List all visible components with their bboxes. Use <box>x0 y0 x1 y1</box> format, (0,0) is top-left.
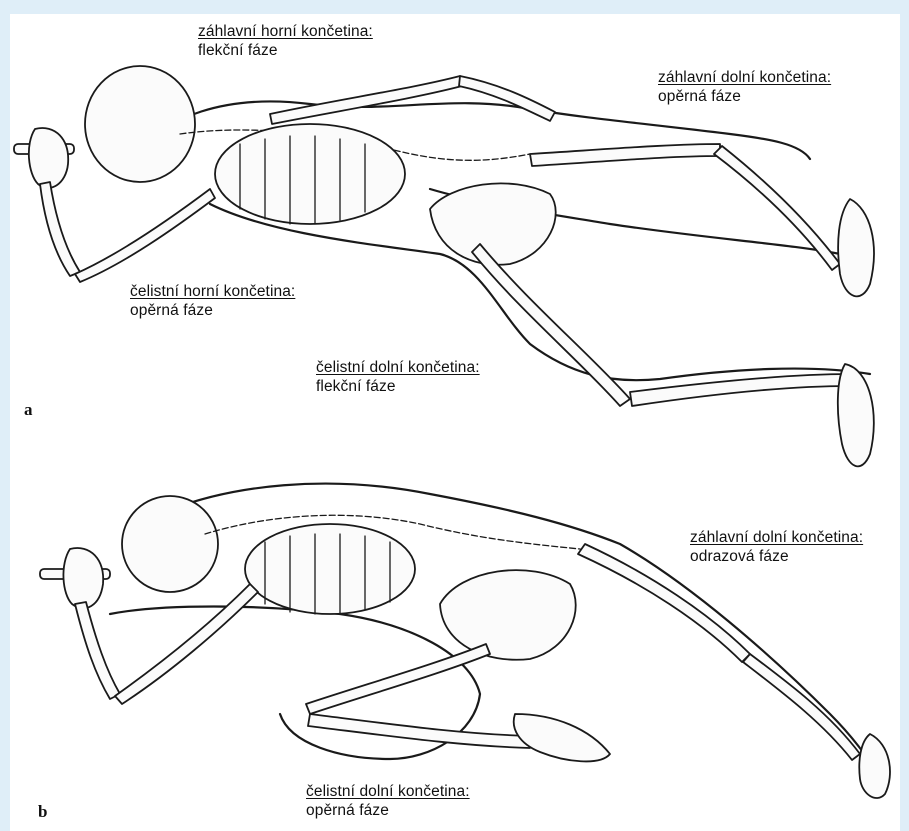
label-rear-lower-limb-b: záhlavní dolní končetina: odrazová fáze <box>690 528 863 566</box>
label-heading: záhlavní horní končetina: <box>198 22 373 41</box>
label-heading: čelistní dolní končetina: <box>316 358 480 377</box>
panel-letter-b: b <box>38 802 47 822</box>
label-jaw-lower-limb-b: čelistní dolní končetina: opěrná fáze <box>306 782 470 820</box>
label-rear-lower-limb-a: záhlavní dolní končetina: opěrná fáze <box>658 68 831 106</box>
label-phase: opěrná fáze <box>658 87 831 106</box>
label-heading: záhlavní dolní končetina: <box>690 528 863 547</box>
label-jaw-lower-limb-a: čelistní dolní končetina: flekční fáze <box>316 358 480 396</box>
label-phase: opěrná fáze <box>306 801 470 820</box>
label-jaw-upper-limb-a: čelistní horní končetina: opěrná fáze <box>130 282 295 320</box>
label-phase: odrazová fáze <box>690 547 863 566</box>
label-phase: flekční fáze <box>316 377 480 396</box>
panel-letter-a: a <box>24 400 33 420</box>
figure-sheet: záhlavní horní končetina: flekční fáze z… <box>10 14 900 831</box>
label-phase: opěrná fáze <box>130 301 295 320</box>
label-rear-upper-limb-a: záhlavní horní končetina: flekční fáze <box>198 22 373 60</box>
label-phase: flekční fáze <box>198 41 373 60</box>
skeleton-figure-a <box>14 66 874 466</box>
label-heading: čelistní horní končetina: <box>130 282 295 301</box>
label-heading: záhlavní dolní končetina: <box>658 68 831 87</box>
label-heading: čelistní dolní končetina: <box>306 782 470 801</box>
skeleton-illustrations <box>10 14 900 831</box>
